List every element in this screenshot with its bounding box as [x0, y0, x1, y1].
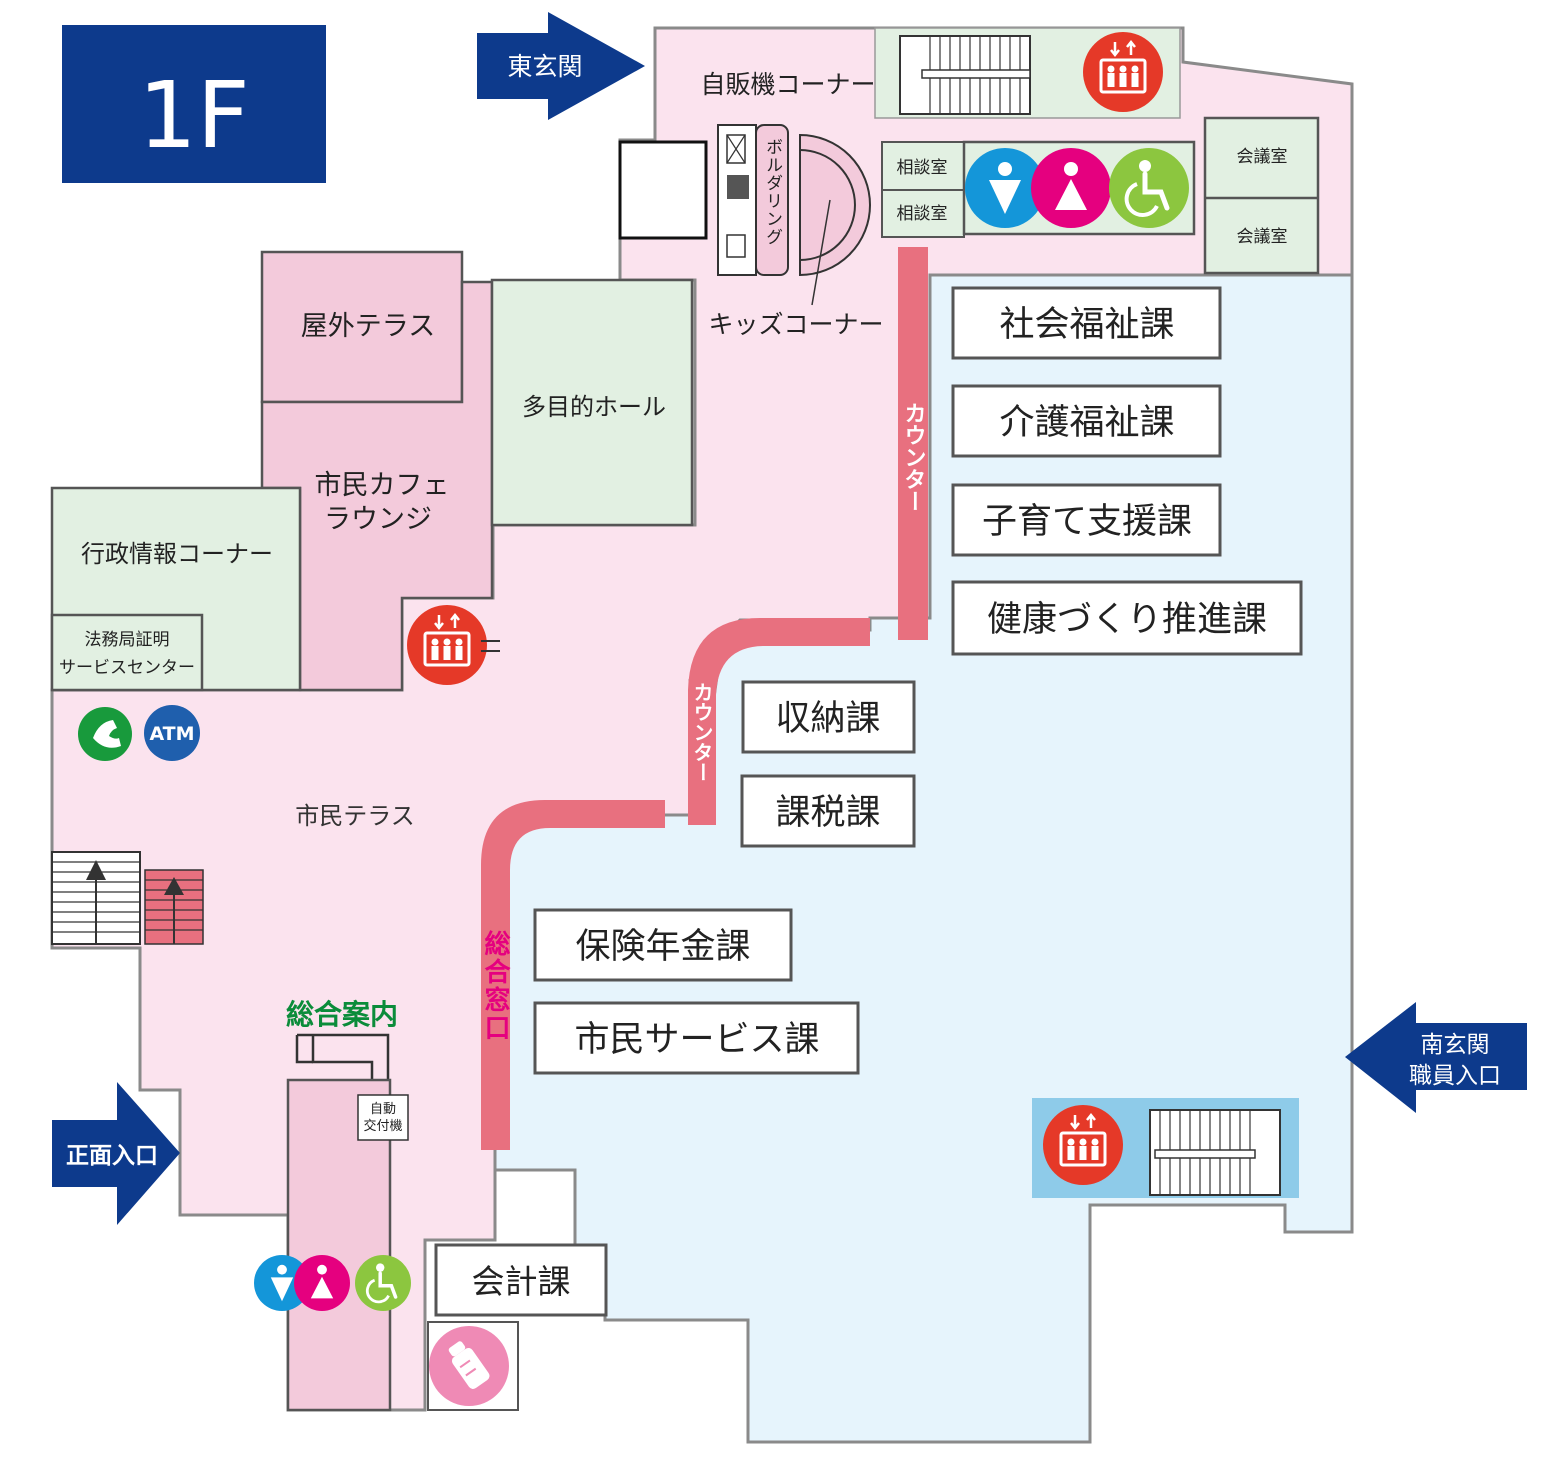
bouldering-wall — [755, 124, 789, 276]
legal-service-center-room — [50, 613, 204, 692]
elevator-icon — [405, 603, 489, 687]
female-restroom-icon — [294, 1255, 350, 1311]
meeting-rooms-block — [1203, 116, 1320, 275]
bouldering-label: ボルダリング — [762, 138, 782, 246]
front-entrance-label: 正面入口 — [66, 1143, 158, 1169]
accessible-restroom-icon — [1109, 148, 1189, 228]
counter-middle — [688, 618, 870, 825]
south-stairs — [1149, 1109, 1281, 1196]
staff-entrance-label: 職員入口 — [1409, 1063, 1501, 1089]
floor-label-box — [62, 25, 326, 183]
citizen-service-label: 市民サービス課 — [574, 1020, 819, 1060]
nursing-room-icon — [429, 1326, 509, 1406]
dept-box-care-welfare — [951, 384, 1222, 458]
kids-corner-area — [799, 133, 871, 277]
auto-kiosk-label-1: 自動 — [370, 1102, 396, 1117]
counter-upper — [898, 247, 928, 640]
auto-kiosk-label-2: 交付機 — [363, 1118, 402, 1134]
east-entrance-arrow[interactable] — [477, 12, 645, 120]
lounge-label: ラウンジ — [324, 504, 432, 535]
dept-box-citizen-service — [533, 1001, 860, 1075]
multipurpose-hall-label: 多目的ホール — [522, 393, 666, 421]
multipurpose-hall-room — [490, 278, 694, 527]
social-welfare-label: 社会福祉課 — [999, 305, 1174, 345]
auto-kiosk — [357, 1094, 409, 1141]
insurance-pension-label: 保険年金課 — [575, 927, 750, 967]
collection-label: 収納課 — [775, 699, 880, 739]
admin-info-corner-label: 行政情報コーナー — [81, 540, 273, 568]
counter-lower — [481, 800, 665, 1150]
health-promotion-label: 健康づくり推進課 — [987, 600, 1267, 640]
left-stairs — [51, 851, 204, 945]
vending-box — [618, 140, 708, 240]
vending-corner-label: 自販機コーナー — [700, 70, 875, 99]
dept-box-accounting — [434, 1243, 608, 1317]
south-entrance-label: 南玄関 — [1421, 1032, 1490, 1058]
atm-icon: ATM — [144, 705, 200, 761]
legal-bureau-label: 法務局証明 — [85, 630, 170, 650]
citizen-terrace-label: 市民テラス — [295, 802, 415, 830]
accessible-restroom-icon — [353, 1253, 413, 1313]
east-entrance-label: 東玄関 — [507, 52, 582, 81]
consultation-room-1-label: 相談室 — [897, 158, 948, 178]
floor-label: 1F — [138, 62, 249, 169]
dept-box-collection — [741, 680, 916, 754]
dept-box-health — [951, 580, 1303, 656]
top-stairs — [899, 35, 1031, 115]
general-info-label: 総合案内 — [286, 998, 398, 1031]
counter-upper-label: カウンター — [901, 402, 926, 512]
dept-box-taxation — [740, 774, 916, 848]
service-center-label: サービスセンター — [59, 658, 195, 678]
dept-box-insurance — [533, 908, 793, 982]
atm-label: ATM — [149, 723, 194, 745]
outdoor-terrace-label: 屋外テラス — [301, 311, 435, 342]
elevator-icon — [1081, 30, 1165, 114]
phone-icon — [78, 707, 132, 761]
taxation-label: 課税課 — [775, 793, 880, 833]
meeting-room-2-label: 会議室 — [1237, 227, 1288, 247]
general-window-label: 総合窓口 — [480, 929, 510, 1042]
dept-box-social-welfare — [951, 286, 1222, 360]
elevator-icon — [1041, 1103, 1125, 1187]
female-restroom-icon — [1031, 148, 1111, 228]
accounting-label: 会計課 — [472, 1262, 571, 1301]
front-entrance-arrow[interactable] — [52, 1082, 180, 1225]
dept-box-child-support — [951, 483, 1222, 557]
child-support-label: 子育て支援課 — [982, 502, 1192, 542]
consultation-room-2-label: 相談室 — [897, 204, 948, 224]
citizen-cafe-label: 市民カフェ — [315, 470, 450, 501]
outdoor-terrace-room — [260, 250, 464, 404]
care-welfare-label: 介護福祉課 — [999, 403, 1174, 443]
counter-lower-label: カウンター — [690, 682, 714, 782]
meeting-room-1-label: 会議室 — [1237, 147, 1288, 167]
south-entrance-arrow[interactable] — [1345, 1002, 1527, 1113]
kids-corner-label: キッズコーナー — [708, 310, 883, 339]
